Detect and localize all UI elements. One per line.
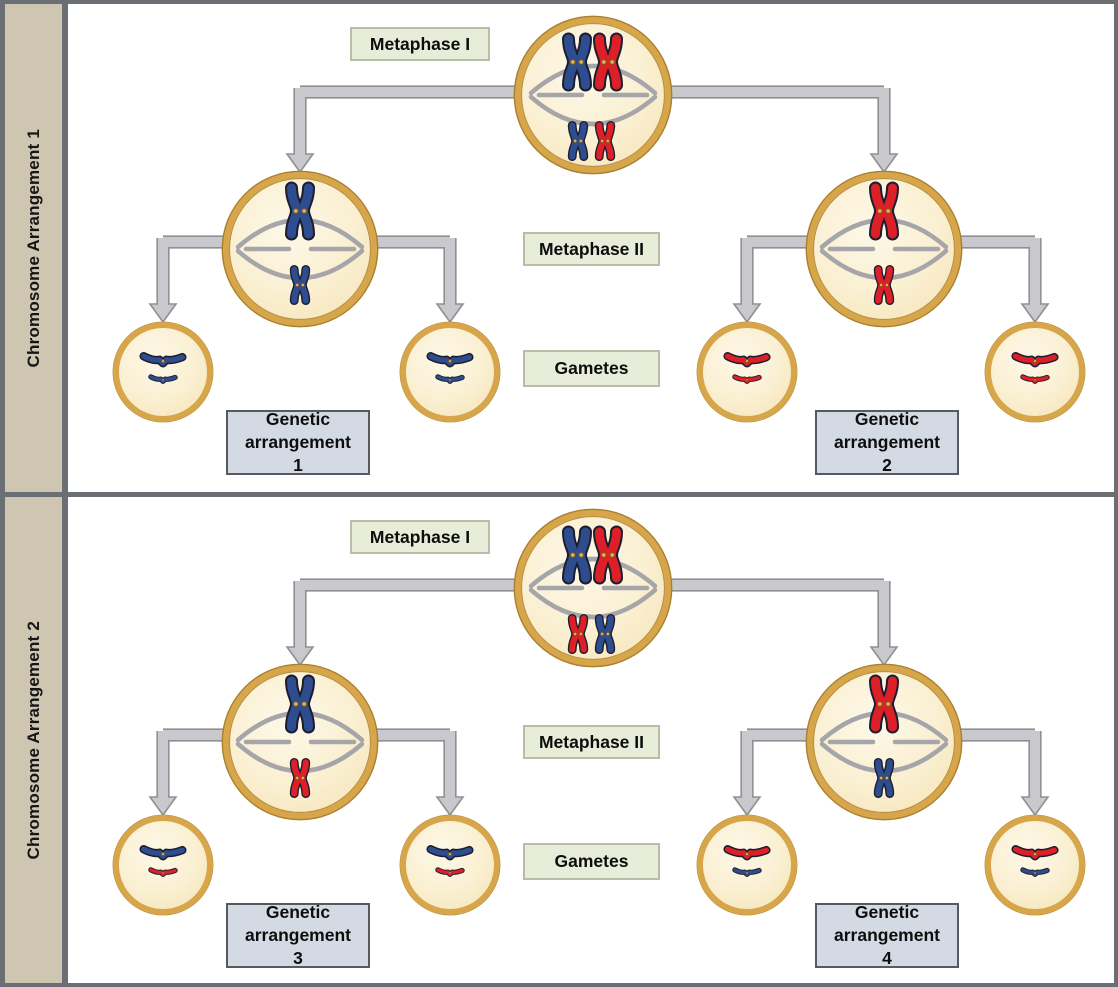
gamete-cell-1 — [112, 814, 214, 916]
gamete-cell-3 — [696, 814, 798, 916]
metaphase2-cell-right — [805, 663, 963, 821]
genetic-arrangement-3-label: Genetic arrangement 3 — [226, 902, 370, 968]
metaphase1-cell — [513, 508, 673, 668]
panel-arrangement-2: Metaphase I Metaphase II Gametes Genetic… — [68, 497, 1114, 983]
gametes-label: Gametes — [523, 350, 660, 387]
gamete-cell-4 — [984, 321, 1086, 423]
genetic-arrangement-2-label: Genetic arrangement 2 — [815, 409, 959, 475]
gamete-cell-2 — [399, 321, 501, 423]
metaphase1-cell — [513, 15, 673, 175]
metaphase2-cell-left — [221, 170, 379, 328]
gametes-label: Gametes — [523, 843, 660, 880]
gamete-cell-3 — [696, 321, 798, 423]
panel-2-graphics — [112, 508, 1086, 916]
panel-arrangement-1: Metaphase I Metaphase II Gametes Genetic… — [68, 4, 1114, 492]
metaphase1-label: Metaphase I — [350, 27, 490, 61]
metaphase2-label: Metaphase II — [523, 232, 660, 266]
gamete-cell-2 — [399, 814, 501, 916]
metaphase2-label: Metaphase II — [523, 725, 660, 759]
sidebar-arrangement-1: Chromosome Arrangement 1 — [5, 4, 62, 492]
sidebar-label-1: Chromosome Arrangement 1 — [23, 128, 43, 368]
genetic-arrangement-4-label: Genetic arrangement 4 — [815, 902, 959, 968]
panel-1-graphics — [112, 15, 1086, 423]
metaphase2-cell-left — [221, 663, 379, 821]
sidebar-arrangement-2: Chromosome Arrangement 2 — [5, 497, 62, 983]
gamete-cell-4 — [984, 814, 1086, 916]
genetic-arrangement-1-label: Genetic arrangement 1 — [226, 409, 370, 475]
sidebar-label-2: Chromosome Arrangement 2 — [23, 620, 43, 860]
metaphase1-label: Metaphase I — [350, 520, 490, 554]
gamete-cell-1 — [112, 321, 214, 423]
metaphase2-cell-right — [805, 170, 963, 328]
